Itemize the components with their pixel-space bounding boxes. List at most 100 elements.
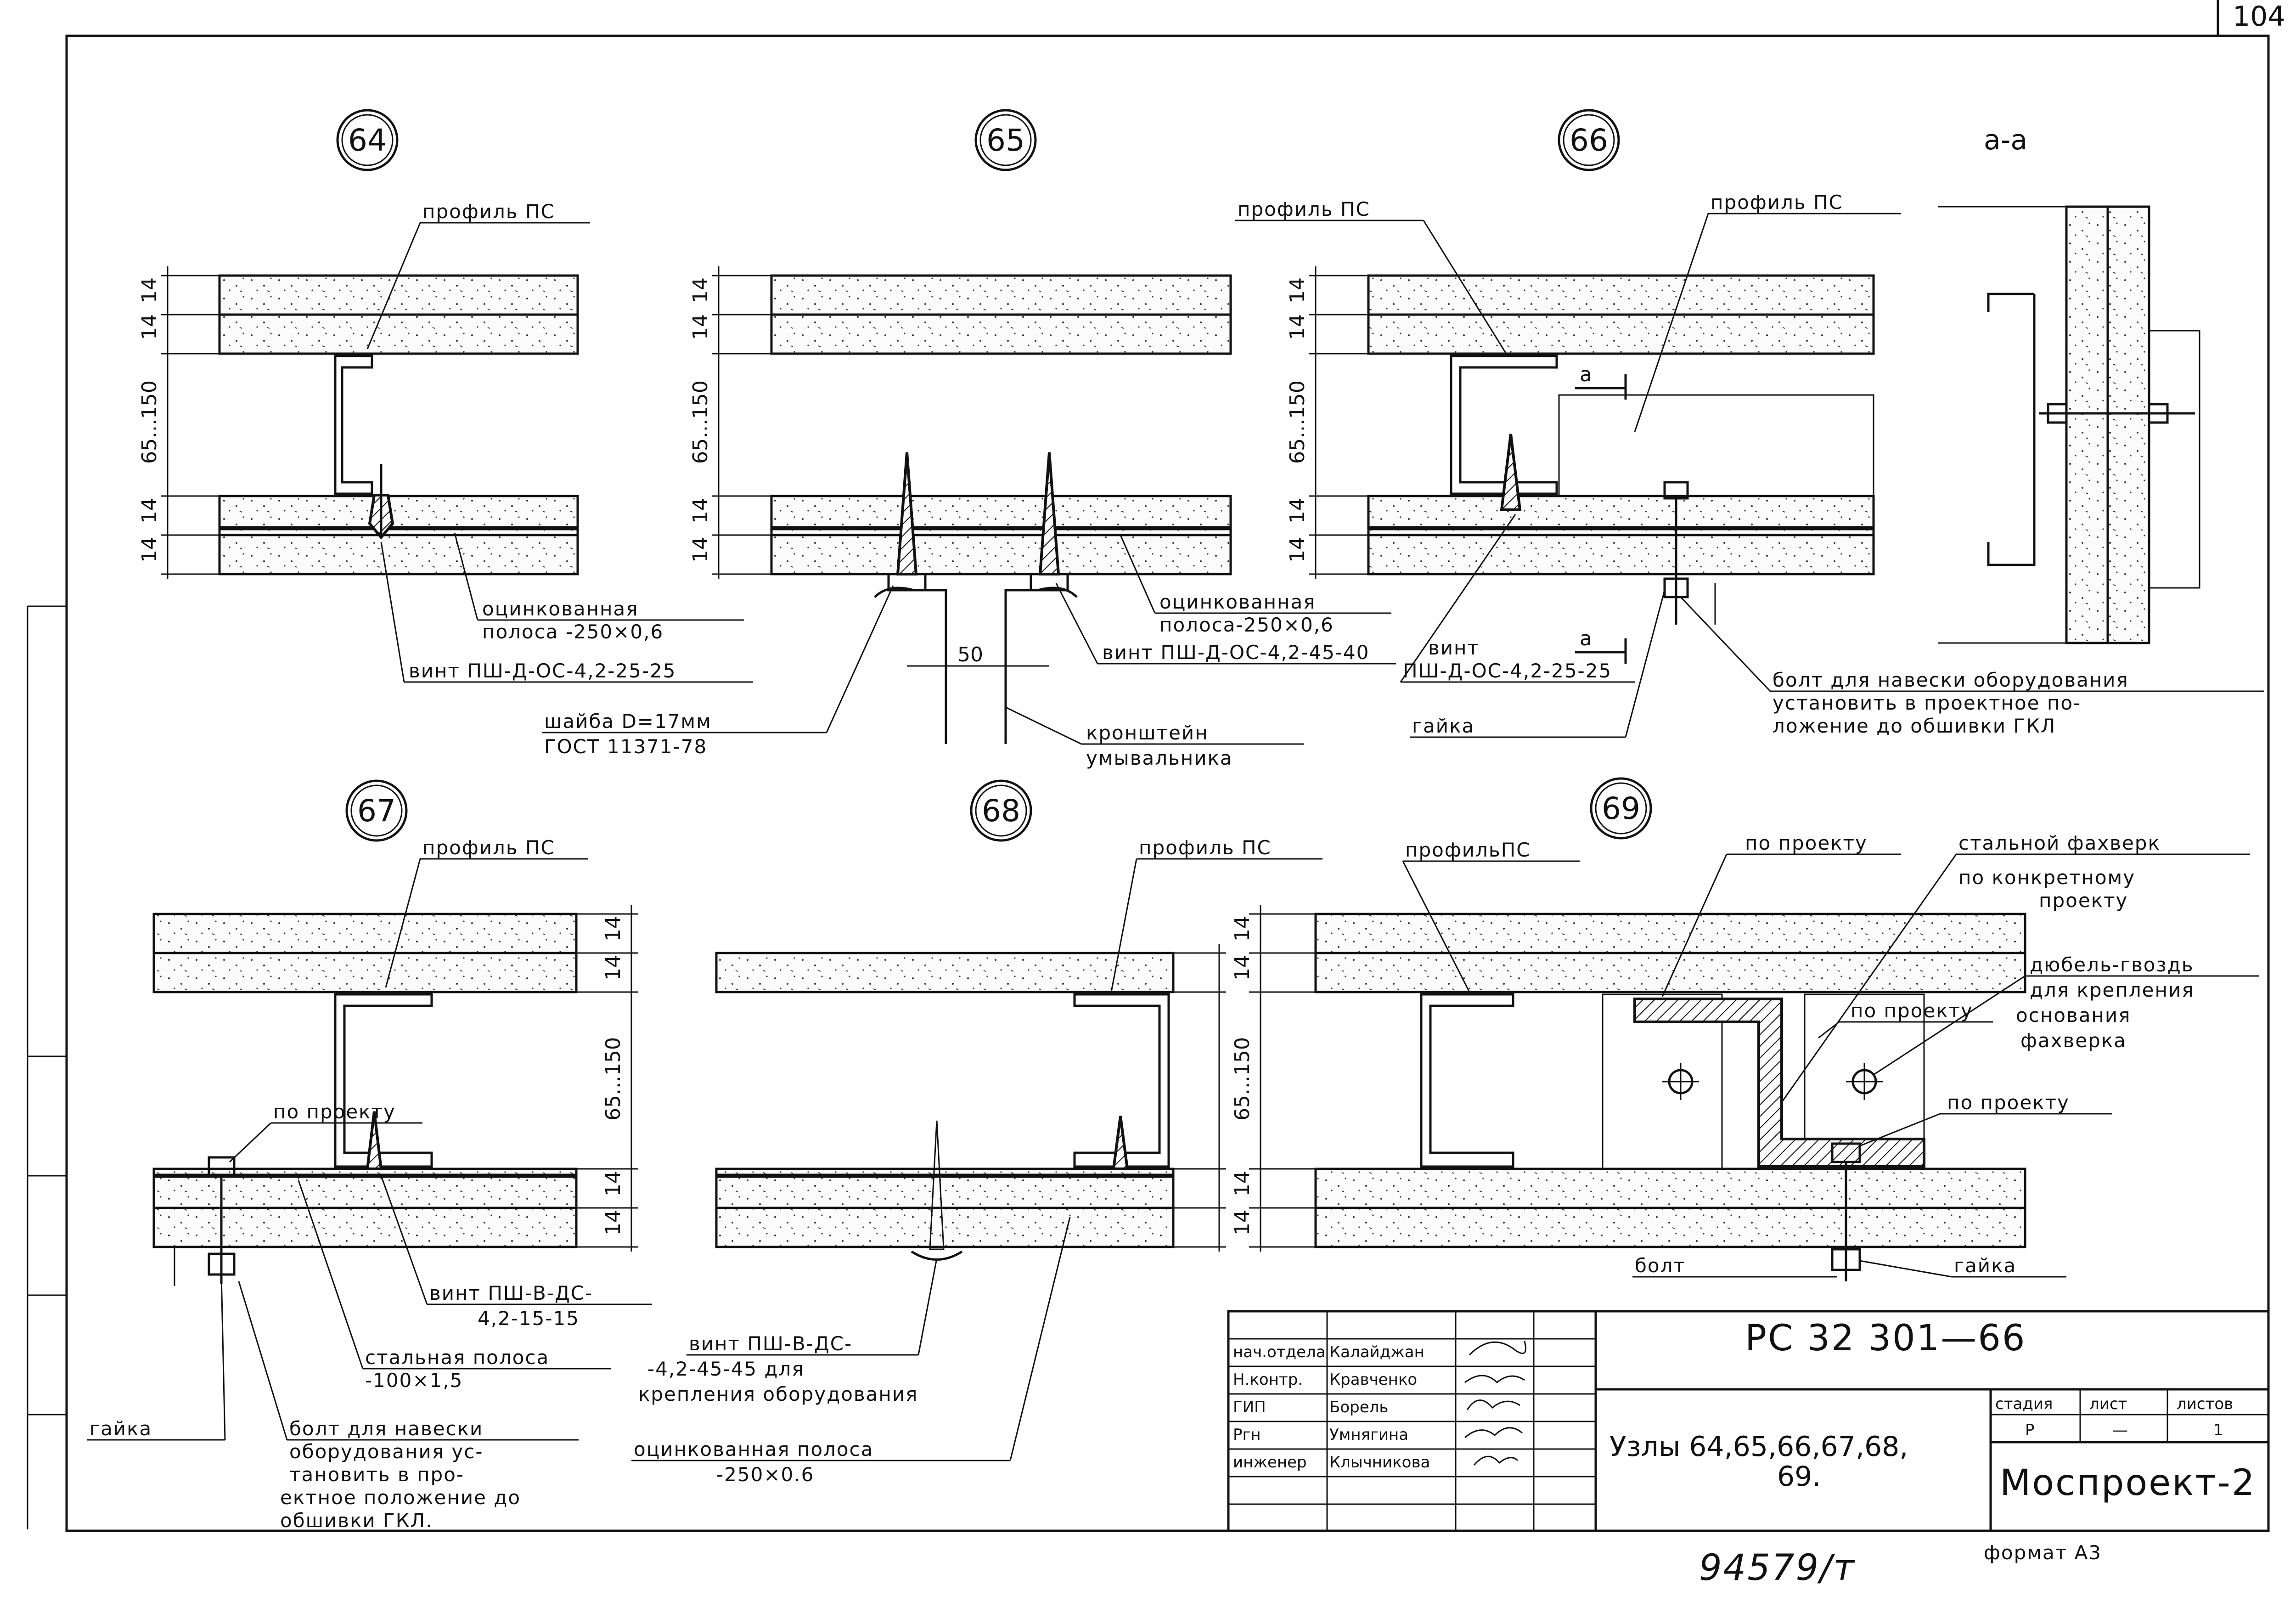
svg-text:4,2-15-15: 4,2-15-15 [478,1307,580,1330]
svg-text:болт: болт [1635,1254,1686,1277]
screw [1112,1116,1129,1170]
svg-text:ектное положение до: ектное положение до [280,1486,521,1509]
staff-name-4: Умнягина [1329,1426,1408,1444]
signature-3 [1466,1399,1520,1410]
plate-left [1602,993,1723,1170]
ps-profile [1073,993,1170,1168]
staff-role-5: инженер [1233,1453,1307,1472]
svg-text:фахверка: фахверка [2020,1029,2127,1052]
svg-text:шайба D=17мм: шайба D=17мм [544,710,712,733]
svg-text:профиль ПС: профиль ПС [1711,191,1843,214]
staff-name-2: Кравченко [1329,1370,1417,1389]
node-69-number: 69 [1602,791,1640,826]
sheet-format: формат А3 [1984,1541,2102,1564]
node-67-marker [345,779,408,842]
node-65-number: 65 [986,123,1025,158]
node-69-marker [1590,777,1652,840]
svg-text:крепления оборудования: крепления оборудования [638,1383,918,1405]
svg-text:14: 14 [1231,1171,1254,1196]
signature-2 [1464,1375,1525,1384]
svg-text:по проекту: по проекту [1947,1091,2070,1114]
svg-text:14: 14 [1286,537,1309,563]
svg-text:-100×1,5: -100×1,5 [365,1369,463,1392]
node-64-number: 64 [348,123,387,158]
organization: Моспроект-2 [2000,1462,2256,1504]
staff-name-3: Борель [1329,1398,1388,1416]
gkl-sheet-bottom-outer [218,534,579,575]
svg-text:14: 14 [689,277,712,303]
washer-2 [1030,573,1069,592]
node-65-marker [974,109,1037,171]
svg-text:полоса -250×0,6: полоса -250×0,6 [482,620,664,643]
svg-text:14: 14 [138,277,161,303]
ps-profile [334,355,373,495]
dim-50: 50 [957,643,983,666]
node-69: 69 14 14 65...150 14 14 профильПС по про… [1231,777,2259,1281]
svg-text:обшивки ГКЛ.: обшивки ГКЛ. [280,1509,433,1532]
svg-text:винт ПШ-Д-ОС-4,2-25-25: винт ПШ-Д-ОС-4,2-25-25 [409,660,676,682]
svg-text:-250×0.6: -250×0.6 [716,1463,814,1486]
svg-text:14: 14 [689,314,712,340]
svg-text:профиль ПС: профиль ПС [422,836,555,859]
svg-text:14: 14 [602,1210,625,1235]
node-65: 65 14 14 65...150 14 14 50 оцинкованная … [542,109,1396,769]
svg-text:оцинкованная: оцинкованная [482,598,639,620]
svg-text:гайка: гайка [1954,1254,2016,1277]
svg-text:14: 14 [602,916,625,942]
svg-text:дюбель-гвоздь: дюбель-гвоздь [2030,953,2194,976]
drawing-title-line-1: Узлы 64,65,66,67,68, [1609,1431,1908,1463]
staff-role-1: нач.отдела [1233,1343,1326,1361]
washer-1 [887,573,927,592]
nut [1663,577,1689,598]
bracket [874,587,947,744]
svg-text:14: 14 [689,537,712,563]
svg-text:14: 14 [1231,916,1254,942]
sheets-header: листов [2177,1395,2233,1413]
svg-text:умывальника: умывальника [1086,747,1233,769]
ps-profile [1450,355,1558,495]
svg-text:по проекту: по проекту [1851,999,1973,1022]
ps-profile [1420,993,1514,1168]
svg-text:ГОСТ 11371-78: ГОСТ 11371-78 [544,735,707,758]
svg-text:винт ПШ-В-ДС-: винт ПШ-В-ДС- [689,1332,852,1355]
screw [366,1111,383,1170]
svg-text:стальная полоса: стальная полоса [365,1346,549,1369]
signature-5 [1473,1455,1519,1466]
node-66-number: 66 [1570,123,1608,158]
drawing-title-line-2: 69. [1777,1461,1821,1493]
svg-text:14: 14 [689,498,712,524]
page-number: 104 [2233,0,2285,33]
svg-text:65...150: 65...150 [602,1037,625,1121]
gkl-sheet-top-outer [218,274,579,316]
staff-name-5: Клычникова [1329,1453,1430,1472]
svg-text:65...150: 65...150 [689,380,712,464]
svg-text:14: 14 [1231,955,1254,981]
screw [1500,434,1522,511]
title-block: нач.отдела Калайджан Н.контр. Кравченко … [1227,1310,2270,1564]
sheet-value: — [2112,1421,2128,1439]
node-68-marker [970,779,1032,842]
svg-text:14: 14 [602,1171,625,1196]
svg-text:гайка: гайка [90,1417,152,1440]
svg-text:по проекту: по проекту [273,1100,396,1123]
svg-text:полоса-250×0,6: полоса-250×0,6 [1159,614,1334,636]
svg-text:тановить в про-: тановить в про- [289,1463,464,1486]
svg-text:основания: основания [2016,1004,2131,1026]
svg-text:ПШ-Д-ОС-4,2-25-25: ПШ-Д-ОС-4,2-25-25 [1403,660,1612,682]
staff-name-1: Калайджан [1329,1343,1424,1361]
svg-text:гайка: гайка [1412,715,1474,737]
section-a-a: а-а [1938,124,2200,644]
svg-text:стальной фахверк: стальной фахверк [1958,832,2161,854]
svg-text:ложение до обшивки ГКЛ: ложение до обшивки ГКЛ [1773,715,2056,737]
svg-text:65...150: 65...150 [1231,1037,1254,1121]
svg-text:по проекту: по проекту [1745,832,1868,854]
svg-text:14: 14 [1286,498,1309,524]
sheets-value: 1 [2213,1421,2223,1439]
svg-text:болт для навески оборудования: болт для навески оборудования [1773,669,2129,691]
svg-text:профиль ПС: профиль ПС [1139,836,1272,859]
svg-text:65...150: 65...150 [138,380,161,464]
svg-text:винт: винт [1428,637,1480,659]
svg-text:14: 14 [1286,277,1309,303]
staff-role-3: ГИП [1233,1398,1266,1416]
